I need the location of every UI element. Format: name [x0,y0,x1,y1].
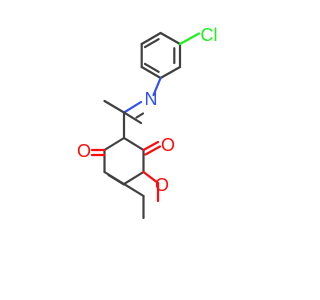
nitrogen-label: N [145,89,158,109]
bond [159,31,182,46]
ring-double-bond [107,173,126,186]
bond [122,170,145,186]
bond [140,31,162,46]
bond [122,136,145,152]
ring-oxygen-bond [142,170,160,185]
lactone-carbonyl-double-bond [144,145,162,156]
molecule-diagram: Cl N O O O [77,25,218,220]
molecule-structure: Cl N O O O [77,25,218,220]
chlorine-label: Cl [201,25,218,45]
chlorophenyl-ring [140,31,182,80]
bond [122,182,145,198]
imine-bond [122,100,143,114]
lactone-carbonyl-bond [142,140,160,152]
aromatic-inner-bond [143,62,160,73]
methyl-bond [103,99,126,114]
imine-double-bond [135,112,145,119]
bond [140,65,162,80]
ring-oxygen-label: O [155,175,169,195]
bond [122,111,143,125]
bond [159,65,182,80]
bond [103,136,126,152]
aryl-nitrogen-bond [152,76,162,97]
ketone-oxygen-label: O [77,141,91,161]
aromatic-inner-bond [143,38,160,49]
pyranone-ring [103,136,145,186]
lactone-carbonyl-oxygen-label: O [161,135,175,155]
chlorine-bond [178,32,201,46]
